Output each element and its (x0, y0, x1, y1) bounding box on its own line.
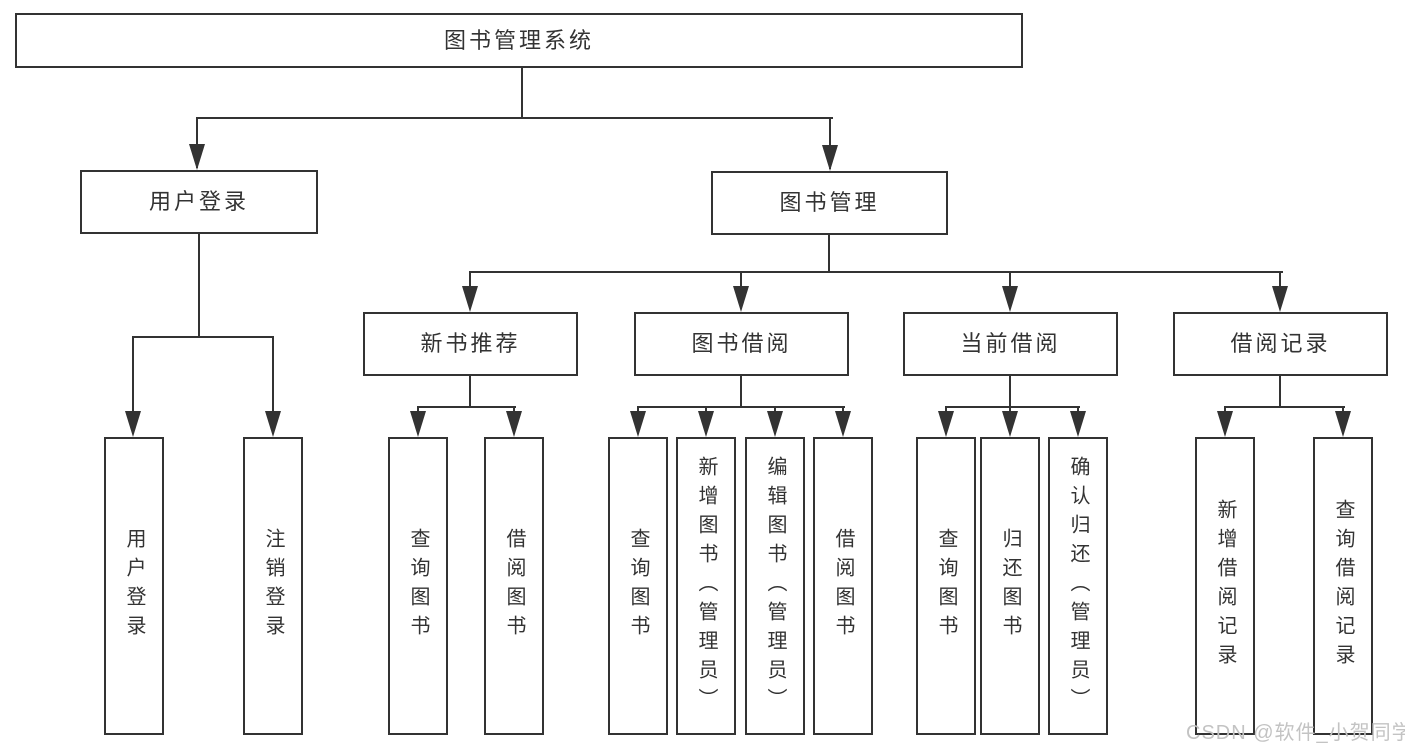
arrowhead-to-new-book-recommendation (462, 286, 478, 312)
connector-root-hline (196, 117, 833, 119)
connector-borrowing-vline (740, 374, 742, 408)
leaf-return-book: 归还图书 (980, 437, 1040, 735)
arrowhead-to-leaf (698, 411, 714, 437)
arrowhead-to-leaf (1335, 411, 1351, 437)
leaf-borrow-books: 借阅图书 (813, 437, 873, 735)
leaf-label: 查询图书 (407, 528, 429, 644)
node-new-book-recommendation: 新书推荐 (363, 312, 578, 376)
connector-newbook-vline (469, 374, 471, 408)
leaf-label: 借阅图书 (503, 528, 525, 644)
leaf-label: 编辑图书（管理员） (764, 455, 786, 717)
node-user-login: 用户登录 (80, 170, 318, 234)
leaf-query-borrow-record: 查询借阅记录 (1313, 437, 1373, 735)
leaf-label: 用户登录 (123, 528, 145, 644)
node-current-borrowing: 当前借阅 (903, 312, 1118, 376)
leaf-label: 查询借阅记录 (1332, 499, 1354, 673)
node-label: 图书管理系统 (443, 27, 594, 53)
connector-newbook-hline (417, 406, 516, 408)
leaf-edit-book-admin: 编辑图书（管理员） (745, 437, 805, 735)
leaf-confirm-return-admin: 确认归还（管理员） (1048, 437, 1108, 735)
leaf-label: 查询图书 (627, 528, 649, 644)
node-label: 图书管理 (779, 190, 880, 215)
watermark-csdn: CSDN @软件_小贺同学 (1186, 722, 1405, 744)
leaf-label: 借阅图书 (832, 528, 854, 644)
leaf-label: 确认归还（管理员） (1067, 455, 1089, 717)
connector-userlogin-vline (198, 232, 200, 338)
leaf-borrow-books: 借阅图书 (484, 437, 544, 735)
node-label: 当前借阅 (960, 331, 1061, 356)
node-borrowing-records: 借阅记录 (1173, 312, 1388, 376)
leaf-query-books: 查询图书 (916, 437, 976, 735)
leaf-query-books: 查询图书 (388, 437, 448, 735)
leaf-user-login: 用户登录 (104, 437, 164, 735)
node-label: 图书借阅 (691, 331, 792, 356)
leaf-label: 新增图书（管理员） (695, 455, 717, 717)
leaf-label: 归还图书 (999, 528, 1021, 644)
arrowhead-to-leaf (630, 411, 646, 437)
arrowhead-to-book-management (822, 145, 838, 171)
leaf-logout: 注销登录 (243, 437, 303, 735)
arrowhead-to-leaf-user-login (125, 411, 141, 437)
connector-root-right-shaft (829, 117, 831, 169)
connector-userlogin-right-shaft (272, 336, 274, 432)
connector-current-vline (1009, 374, 1011, 408)
node-label: 新书推荐 (420, 331, 521, 356)
leaf-label: 注销登录 (262, 528, 284, 644)
node-book-management: 图书管理 (711, 171, 948, 235)
arrowhead-to-book-borrowing (733, 286, 749, 312)
arrowhead-to-user-login (189, 144, 205, 170)
arrowhead-to-leaf (1002, 411, 1018, 437)
arrowhead-to-leaf (1217, 411, 1233, 437)
connector-root-left-shaft (196, 117, 198, 168)
connector-bookmgmt-hline (469, 271, 1283, 273)
leaf-query-books: 查询图书 (608, 437, 668, 735)
node-label: 用户登录 (148, 189, 249, 214)
arrowhead-to-leaf (410, 411, 426, 437)
arrowhead-to-leaf (938, 411, 954, 437)
leaf-label: 新增借阅记录 (1214, 499, 1236, 673)
connector-userlogin-left-shaft (132, 336, 134, 432)
node-library-management-system: 图书管理系统 (15, 13, 1023, 68)
node-book-borrowing: 图书借阅 (634, 312, 849, 376)
connector-records-hline (1224, 406, 1345, 408)
leaf-add-borrow-record: 新增借阅记录 (1195, 437, 1255, 735)
arrowhead-to-borrowing-records (1272, 286, 1288, 312)
arrowhead-to-leaf (506, 411, 522, 437)
arrowhead-to-leaf-logout (265, 411, 281, 437)
connector-bookmgmt-vline (828, 233, 830, 273)
node-label: 借阅记录 (1230, 331, 1331, 356)
arrowhead-to-current-borrowing (1002, 286, 1018, 312)
connector-records-vline (1279, 374, 1281, 408)
connector-borrowing-hline (637, 406, 845, 408)
connector-userlogin-hline (132, 336, 274, 338)
connector-root-vline (521, 66, 523, 119)
arrowhead-to-leaf (835, 411, 851, 437)
arrowhead-to-leaf (767, 411, 783, 437)
leaf-label: 查询图书 (935, 528, 957, 644)
connector-current-hline (945, 406, 1080, 408)
arrowhead-to-leaf (1070, 411, 1086, 437)
leaf-add-book-admin: 新增图书（管理员） (676, 437, 736, 735)
